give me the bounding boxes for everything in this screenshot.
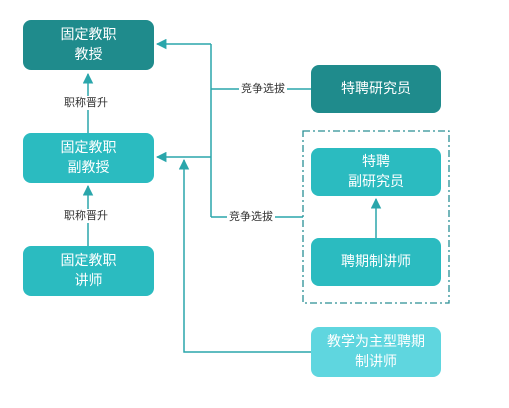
label-compete-bottom: 竞争选拔 — [227, 210, 275, 224]
node-researcher: 特聘研究员 — [311, 65, 441, 113]
node-assoc-professor-line1: 固定教职 — [60, 140, 117, 156]
node-teaching-lecturer: 教学为主型聘期 制讲师 — [311, 327, 441, 377]
node-researcher-line1: 特聘研究员 — [341, 81, 411, 97]
dashed-group-box — [302, 130, 450, 304]
node-professor-line2: 教授 — [74, 47, 103, 63]
node-assoc-researcher-line1: 特聘 — [362, 154, 390, 170]
arrow-teaching-to-assoc-professor — [178, 158, 311, 353]
node-lecturer-line1: 固定教职 — [60, 253, 117, 269]
node-professor-line1: 固定教职 — [60, 27, 117, 43]
node-fixed-term-lecturer-line1: 聘期制讲师 — [341, 254, 411, 270]
node-teaching-lecturer-line1: 教学为主型聘期 — [327, 334, 425, 350]
label-compete-top: 竞争选拔 — [239, 82, 287, 96]
node-fixed-term-lecturer: 聘期制讲师 — [311, 238, 441, 286]
node-lecturer: 固定教职 讲师 — [23, 246, 154, 296]
node-assoc-researcher-line2: 副研究员 — [348, 174, 404, 190]
label-promote-bottom: 职称晋升 — [62, 209, 110, 223]
node-professor: 固定教职 教授 — [23, 20, 154, 70]
node-assoc-researcher: 特聘 副研究员 — [311, 148, 441, 196]
node-assoc-professor: 固定教职 副教授 — [23, 133, 154, 183]
node-teaching-lecturer-line2: 制讲师 — [355, 354, 397, 370]
node-assoc-professor-line2: 副教授 — [67, 160, 110, 176]
node-lecturer-line2: 讲师 — [74, 273, 103, 289]
label-promote-top: 职称晋升 — [62, 96, 110, 110]
